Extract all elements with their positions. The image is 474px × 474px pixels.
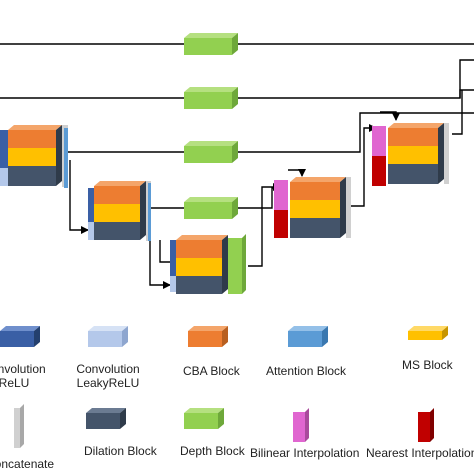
decoder-stage-2 xyxy=(372,123,449,186)
legend-swatch-dilation-block xyxy=(86,408,126,429)
legend-label-convolution-relu-line1: Convolution xyxy=(0,362,46,376)
legend-label-dilation-block: Dilation Block xyxy=(84,444,157,458)
legend-label-convolution-relu: Convolution ReLU xyxy=(0,362,52,390)
legend-label-bilinear-interpolation: Bilinear Interpolation xyxy=(250,446,360,460)
up-arrow-2 xyxy=(346,124,377,207)
depth-block-skip-1 xyxy=(184,33,238,55)
legend-label-concatenate: Concatenate xyxy=(0,457,55,471)
to-decoder-1 xyxy=(288,169,306,177)
legend-label-attention-block: Attention Block xyxy=(266,364,347,378)
depth-block-skip-2 xyxy=(184,87,238,109)
legend-label-convolution-leakyrelu-line1: Convolution xyxy=(76,362,140,376)
legend-label-convolution-leakyrelu-line2: LeakyReLU xyxy=(76,376,140,390)
to-decoder-2 xyxy=(380,111,400,121)
encoder-stage-2 xyxy=(88,181,151,241)
legend-label-nearest-interpolation: Nearest Interpolation xyxy=(366,446,474,460)
legend-swatch-convolution-leakyrelu xyxy=(88,326,128,347)
legend-swatch-convolution-relu xyxy=(0,326,40,347)
legend-swatch-bilinear-interpolation xyxy=(293,408,309,442)
bottleneck-link xyxy=(159,240,170,263)
depth-block-skip-3 xyxy=(184,141,238,163)
legend-label-convolution-relu-line2: ReLU xyxy=(0,376,30,390)
legend-swatch-depth-block xyxy=(184,408,224,429)
down-arrow-1 xyxy=(69,160,89,234)
to-output xyxy=(452,90,463,135)
skip-depth-blocks xyxy=(184,33,238,219)
bottleneck-stage xyxy=(170,234,246,294)
legend-swatch-cba-block xyxy=(188,326,228,347)
depth-block-skip-4 xyxy=(184,197,238,219)
legend-swatch-ms-block xyxy=(408,326,448,340)
up-arrow-1 xyxy=(248,183,281,267)
legend-swatches xyxy=(0,326,448,448)
encoder-stage-1 xyxy=(0,125,68,188)
legend-label-ms-block: MS Block xyxy=(402,358,453,372)
legend-label-depth-block: Depth Block xyxy=(180,444,245,458)
output-trunk xyxy=(459,89,474,98)
decoder-stage-1 xyxy=(274,177,351,238)
legend-label-convolution-leakyrelu: Convolution LeakyReLU xyxy=(70,362,146,390)
legend-swatch-nearest-interpolation xyxy=(418,408,434,442)
legend-swatch-concatenate xyxy=(14,404,24,448)
legend-swatch-attention-block xyxy=(288,326,328,347)
legend-label-cba-block: CBA Block xyxy=(183,364,240,378)
